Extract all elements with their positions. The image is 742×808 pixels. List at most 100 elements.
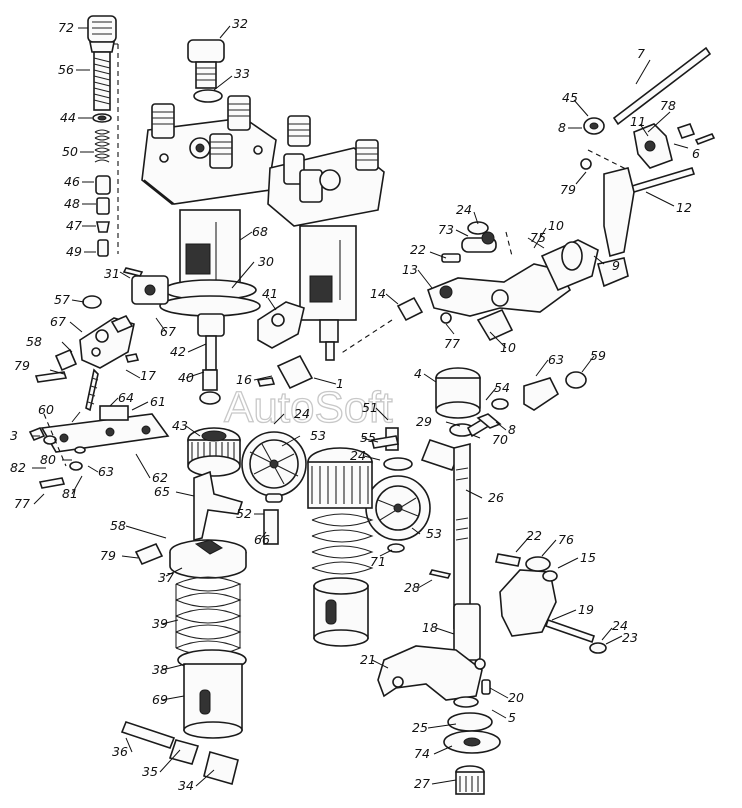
callout-9: 9 (612, 258, 620, 273)
callout-77-left: 77 (14, 496, 30, 511)
callout-32: 32 (232, 16, 248, 31)
callout-60: 60 (38, 402, 54, 417)
callout-16: 16 (236, 372, 252, 387)
callout-78: 78 (660, 98, 676, 113)
callout-36: 36 (112, 744, 128, 759)
control-rod-assembly (580, 46, 716, 288)
callout-22-right: 22 (526, 528, 542, 543)
delivery-valve-stack (87, 15, 119, 257)
callout-11: 11 (630, 114, 646, 129)
callout-10-top: 10 (548, 218, 564, 233)
callout-73: 73 (438, 222, 454, 237)
callout-49: 49 (66, 244, 82, 259)
callout-34: 34 (178, 778, 194, 793)
callout-79-top: 79 (560, 182, 576, 197)
callout-76: 76 (558, 532, 574, 547)
callout-leaders (32, 25, 689, 787)
callout-56: 56 (58, 62, 74, 77)
callout-54: 54 (494, 380, 510, 395)
callout-44: 44 (60, 110, 76, 125)
callout-83: 63 (548, 352, 564, 367)
callout-12: 12 (676, 200, 692, 215)
callout-8-mid: 8 (508, 422, 516, 437)
callout-22-mid: 22 (410, 242, 426, 257)
callout-61: 61 (150, 394, 166, 409)
callout-47: 47 (66, 218, 82, 233)
lever-arm (396, 221, 599, 342)
callout-labels: 72 32 7 56 33 45 78 44 8 11 6 50 46 79 4… (10, 16, 700, 793)
pump-body-right (267, 115, 385, 361)
callout-50: 50 (62, 144, 78, 159)
dashed-connectors (43, 231, 513, 467)
pump-body-left (141, 95, 277, 405)
callout-27: 27 (414, 776, 430, 791)
callout-67-mid: 41 (262, 286, 278, 301)
callout-65: 65 (154, 484, 170, 499)
callout-29: 29 (416, 414, 432, 429)
callout-37: 37 (158, 570, 174, 585)
callout-24-top: 24 (456, 202, 472, 217)
callout-26: 26 (488, 490, 504, 505)
callout-8-top: 8 (558, 120, 566, 135)
callout-33: 33 (234, 66, 250, 81)
callout-24-mid: 24 (294, 406, 310, 421)
callout-43: 43 (172, 418, 188, 433)
left-bracket-parts (28, 267, 314, 489)
callout-7: 7 (637, 46, 645, 61)
callout-67-left: 67 (50, 314, 66, 329)
callout-45: 45 (562, 90, 578, 105)
callout-69: 69 (152, 692, 168, 707)
callout-6: 6 (692, 146, 700, 161)
callout-51: 51 (362, 400, 378, 415)
callout-13: 13 (402, 262, 418, 277)
callout-82: 82 (10, 460, 26, 475)
callout-52: 52 (236, 506, 252, 521)
callout-17: 17 (140, 368, 156, 383)
callout-31: 31 (104, 266, 120, 281)
callout-41: 67 (160, 324, 176, 339)
callout-81: 81 (62, 486, 78, 501)
callout-64: 64 (118, 390, 134, 405)
callout-48: 48 (64, 196, 80, 211)
callout-24-low: 24 (350, 448, 366, 463)
callout-55: 55 (360, 430, 376, 445)
callout-30: 30 (258, 254, 274, 269)
callout-1: 1 (336, 376, 344, 391)
callout-14: 14 (370, 286, 386, 301)
callout-66: 66 (254, 532, 270, 547)
callout-79-mid: 79 (100, 548, 116, 563)
callout-15: 15 (580, 550, 596, 565)
right-shaft-stack (307, 367, 607, 795)
callout-79-left: 79 (14, 358, 30, 373)
callout-53-left: 53 (310, 428, 326, 443)
callout-57: 57 (54, 292, 70, 307)
callout-58-left: 58 (26, 334, 42, 349)
callout-5: 5 (508, 710, 516, 725)
callout-25: 25 (412, 720, 428, 735)
callout-74: 74 (414, 746, 430, 761)
callout-35: 35 (142, 764, 158, 779)
callout-38: 38 (152, 662, 168, 677)
callout-58-mid: 58 (110, 518, 126, 533)
callout-21: 21 (360, 652, 376, 667)
callout-40: 40 (178, 370, 194, 385)
callout-23: 23 (622, 630, 638, 645)
callout-42: 42 (170, 344, 186, 359)
callout-62: 62 (152, 470, 168, 485)
stud-bolt (187, 39, 225, 103)
callout-20: 20 (508, 690, 524, 705)
callout-63: 63 (98, 464, 114, 479)
left-gear-spring-stack (120, 427, 307, 785)
callout-70: 70 (492, 432, 508, 447)
callout-3: 3 (10, 428, 18, 443)
callout-77-top: 77 (444, 336, 460, 351)
callout-80: 80 (40, 452, 56, 467)
callout-72: 72 (58, 20, 74, 35)
callout-28: 28 (404, 580, 420, 595)
callout-53-right: 53 (426, 526, 442, 541)
callout-59: 59 (590, 348, 606, 363)
callout-24-right: 24 (612, 618, 628, 633)
callout-39: 39 (152, 616, 168, 631)
